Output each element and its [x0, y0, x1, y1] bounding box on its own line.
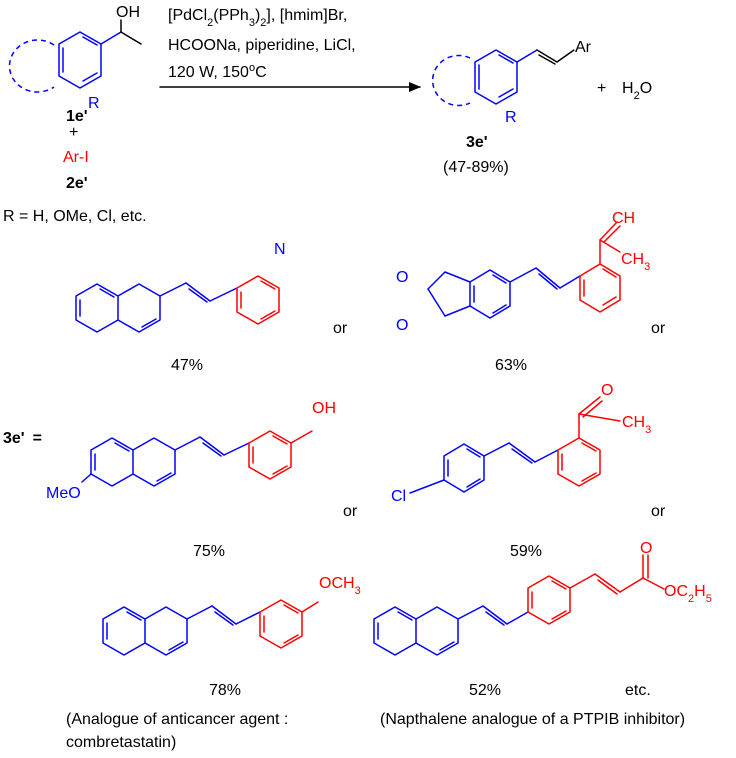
- conditions-line-1: [PdCl2(PPh3)2], [hmim]Br,: [168, 7, 347, 29]
- pyridine-nitrogen-label: N: [274, 241, 286, 258]
- product-5-note-line-1: (Analogue of anticancer agent :: [66, 711, 288, 728]
- conditions-line-2: HCOONa, piperidine, LiCl,: [168, 37, 356, 54]
- product-yield-range: (47-89%): [443, 159, 509, 176]
- product-4-methyl-label: CH3: [622, 414, 651, 436]
- dioxole-oxygen-2: O: [396, 317, 408, 334]
- aryl-group-label: Ar: [575, 39, 592, 56]
- etc-label: etc.: [625, 682, 651, 699]
- product-4-structure: [409, 396, 621, 494]
- product-3-structure: [81, 430, 313, 487]
- product-label: 3e': [466, 134, 488, 151]
- methoxy-ch3-label: OCH3: [319, 575, 361, 597]
- product-2-carbonyl-o: CH: [612, 210, 635, 227]
- product-4-carbonyl-o: O: [601, 382, 613, 399]
- substrate-label: 1e': [66, 108, 88, 125]
- product-3e-structure: [432, 49, 575, 107]
- reagent-label: 2e': [66, 175, 88, 192]
- r-group-definition: R = H, OMe, Cl, etc.: [3, 208, 147, 225]
- r-substituent-label: R: [88, 95, 100, 112]
- aryl-iodide-label: Ar-I: [63, 149, 89, 166]
- products-label: 3e'=: [3, 430, 42, 447]
- water-plus-sign: +: [597, 80, 606, 97]
- product-6-yield: 52%: [469, 682, 501, 699]
- water-label: H2O: [622, 80, 652, 102]
- product-1-or: or: [333, 320, 348, 337]
- product-1-yield: 47%: [171, 357, 203, 374]
- product-r-label: R: [505, 109, 517, 126]
- product-2-or: or: [651, 320, 666, 337]
- product-1-structure: [75, 275, 280, 333]
- dioxole-oxygen-1: O: [396, 269, 408, 286]
- product-3-yield: 75%: [193, 543, 225, 560]
- product-3-or: or: [343, 503, 358, 520]
- product-4-or: or: [651, 503, 666, 520]
- product-2-structure: [427, 221, 621, 319]
- product-2-yield: 63%: [495, 357, 527, 374]
- substrate-1e-structure: [8, 19, 142, 93]
- product-6-structure: [373, 554, 665, 656]
- chloro-label: Cl: [391, 488, 406, 505]
- ester-carbonyl-o: O: [640, 540, 652, 557]
- product-2-methyl-label: CH3: [621, 251, 650, 273]
- product-5-note-line-2: combretastatin): [66, 734, 176, 751]
- conditions-line-3: 120 W, 150oC: [168, 62, 267, 81]
- reactant-plus-sign: +: [69, 124, 78, 141]
- hydroxyl-label: OH: [312, 400, 336, 417]
- methoxy-label: MeO: [46, 485, 81, 502]
- product-4-yield: 59%: [510, 543, 542, 560]
- ethoxy-label: OC2H5: [664, 583, 712, 605]
- product-5-yield: 78%: [209, 682, 241, 699]
- hydroxyl-label: OH: [116, 4, 140, 21]
- product-5-structure: [102, 599, 319, 656]
- product-6-note: (Napthalene analogue of a PTPIB inhibito…: [380, 711, 685, 728]
